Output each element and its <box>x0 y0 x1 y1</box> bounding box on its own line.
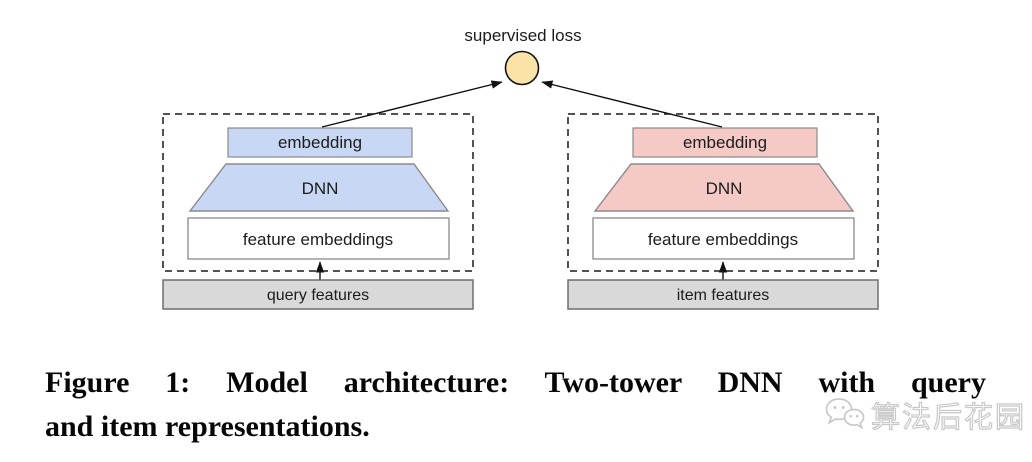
item-to-loss-arrow <box>541 80 723 128</box>
caption-line-2: and item representations. <box>45 410 370 443</box>
query-to-loss-arrow <box>321 80 503 128</box>
query-features-label: query features <box>267 287 369 304</box>
watermark-text: 算法后花园 <box>870 399 1027 434</box>
wechat-icon <box>825 398 865 430</box>
query-tower-dashed-box <box>162 113 474 272</box>
query-embedding-box <box>227 127 413 158</box>
query-feature-embeddings-box <box>187 217 450 260</box>
item-features-box <box>567 279 879 310</box>
query-embedding-label: embedding <box>278 133 362 152</box>
query-dnn-trapezoid <box>188 163 450 212</box>
item-dnn-trapezoid <box>593 163 855 212</box>
caption-line-1: Figure 1: Model architecture: Two-tower … <box>45 366 986 399</box>
item-tower-dashed-box <box>567 113 879 272</box>
two-tower-architecture-diagram: supervised loss embedding DNN feature em… <box>162 26 879 310</box>
query-dnn-label: DNN <box>302 179 339 198</box>
item-feature-embeddings-box <box>592 217 855 260</box>
item-feature-embeddings-label: feature embeddings <box>648 230 798 249</box>
item-dnn-label: DNN <box>706 179 743 198</box>
figure-caption: Figure 1: Model architecture: Two-tower … <box>45 361 986 449</box>
loss-node <box>504 50 540 86</box>
supervised-loss-label: supervised loss <box>464 26 581 45</box>
query-feature-embeddings-label: feature embeddings <box>243 230 393 249</box>
item-features-label: item features <box>677 287 769 304</box>
query-features-box <box>162 279 474 310</box>
item-embedding-box <box>632 127 818 158</box>
item-embedding-label: embedding <box>683 133 767 152</box>
watermark: 算法后花园 <box>824 394 1026 436</box>
